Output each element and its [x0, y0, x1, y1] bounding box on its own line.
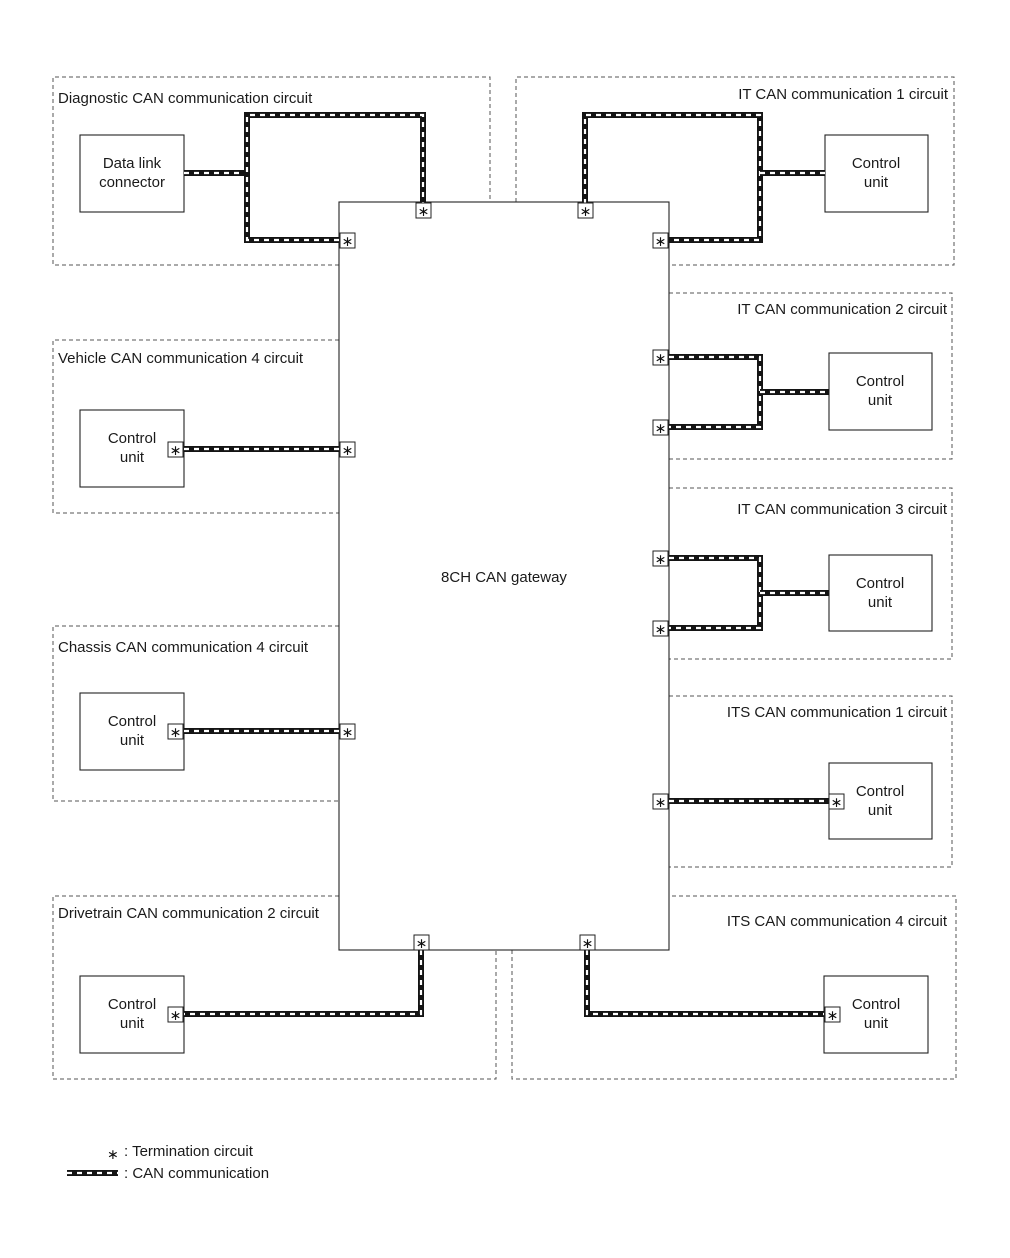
termination-circuits: ∗ ∗ ∗ ∗ ∗ ∗ ∗ ∗ ∗ ∗ ∗ ∗ ∗ ∗ ∗ ∗ ∗ ∗ [167, 202, 845, 1024]
control-unit-label-line1: Control [856, 575, 904, 592]
control-unit-it3 [828, 554, 933, 632]
can-line-it1-loop [582, 112, 763, 243]
termination-vehicle4-gw: ∗ [339, 441, 356, 459]
svg-text:∗: ∗ [170, 443, 182, 459]
legend-can-text: : CAN communication [124, 1165, 269, 1182]
zone-title-its4: ITS CAN communication 4 circuit [727, 913, 948, 930]
control-unit-label-line1: Control [856, 783, 904, 800]
control-unit-label-line2: unit [868, 802, 893, 819]
control-unit-chassis4 [79, 692, 185, 771]
zone-its1 [669, 695, 953, 868]
zone-title-it2: IT CAN communication 2 circuit [737, 301, 948, 318]
termination-it2-upper: ∗ [652, 349, 669, 367]
svg-text:∗: ∗ [582, 936, 594, 952]
termination-vehicle4-unit: ∗ [167, 441, 184, 459]
termination-its4-gw: ∗ [579, 934, 596, 952]
device-boxes: Data link connector Control unit Control… [79, 134, 933, 1054]
termination-it3-lower: ∗ [652, 620, 669, 638]
zone-drivetrain2 [52, 895, 497, 1080]
termination-it3-upper: ∗ [652, 550, 669, 568]
zone-title-chassis4: Chassis CAN communication 4 circuit [58, 639, 309, 656]
can-line-its4 [584, 950, 824, 1017]
can-line-drivetrain2 [184, 950, 424, 1017]
termination-drive2-gw: ∗ [413, 934, 430, 952]
control-unit-vehicle4 [79, 409, 185, 488]
termination-circuit-icon: ∗ [107, 1147, 119, 1163]
control-unit-label-line1: Control [856, 373, 904, 390]
control-unit-label-line2: unit [120, 449, 145, 466]
can-line-it3-loop [669, 555, 763, 631]
svg-text:∗: ∗ [655, 234, 667, 250]
zone-chassis4 [52, 625, 339, 802]
termination-it1-right: ∗ [652, 232, 669, 250]
control-unit-label-line2: unit [120, 732, 145, 749]
svg-text:∗: ∗ [170, 1008, 182, 1024]
svg-text:∗: ∗ [342, 234, 354, 250]
termination-it1-top: ∗ [577, 202, 594, 220]
control-unit-label-line1: Control [108, 713, 156, 730]
svg-text:∗: ∗ [342, 443, 354, 459]
zone-it2 [669, 292, 953, 460]
legend-termination-text: : Termination circuit [124, 1143, 254, 1160]
termination-chassis4-unit: ∗ [167, 723, 184, 741]
svg-text:∗: ∗ [655, 552, 667, 568]
zone-title-vehicle4: Vehicle CAN communication 4 circuit [58, 350, 304, 367]
termination-chassis4-gw: ∗ [339, 723, 356, 741]
gateway-label: 8CH CAN gateway [441, 569, 567, 586]
termination-its4-unit: ∗ [824, 1006, 841, 1024]
dlc-label-line1: Data link [103, 155, 162, 172]
termination-its1-gw: ∗ [652, 793, 669, 811]
termination-it2-lower: ∗ [652, 419, 669, 437]
control-unit-label-line2: unit [864, 174, 889, 191]
control-unit-label-line2: unit [868, 392, 893, 409]
termination-diag-top: ∗ [415, 202, 432, 220]
zone-title-its1: ITS CAN communication 1 circuit [727, 704, 948, 721]
zone-title-it3: IT CAN communication 3 circuit [737, 501, 948, 518]
zone-title-it1: IT CAN communication 1 circuit [738, 86, 949, 103]
zone-title-drivetrain2: Drivetrain CAN communication 2 circuit [58, 905, 320, 922]
can-line-it2-loop [669, 354, 763, 430]
svg-text:∗: ∗ [580, 204, 592, 220]
svg-text:∗: ∗ [655, 622, 667, 638]
control-unit-label-line1: Control [108, 430, 156, 447]
data-link-connector-box [79, 134, 185, 213]
zone-it1 [515, 76, 955, 266]
zone-diagnostic [52, 76, 491, 266]
svg-text:∗: ∗ [418, 204, 430, 220]
can-gateway-box [338, 201, 670, 951]
control-unit-label-line1: Control [108, 996, 156, 1013]
svg-text:∗: ∗ [655, 351, 667, 367]
zone-its4 [511, 895, 957, 1080]
can-line-diagnostic-loop [244, 112, 426, 243]
svg-text:∗: ∗ [827, 1008, 839, 1024]
can-bus-lines [184, 112, 829, 1017]
circuit-zones [52, 76, 957, 1080]
svg-text:∗: ∗ [416, 936, 428, 952]
control-unit-it2 [828, 352, 933, 431]
zone-vehicle4 [52, 339, 339, 514]
legend: ∗ : Termination circuit : CAN communicat… [67, 1143, 269, 1182]
termination-its1-unit: ∗ [828, 793, 845, 811]
termination-drive2-unit: ∗ [167, 1006, 184, 1024]
control-unit-label-line1: Control [852, 155, 900, 172]
svg-text:∗: ∗ [655, 421, 667, 437]
svg-text:∗: ∗ [170, 725, 182, 741]
dlc-label-line2: connector [99, 174, 165, 191]
svg-text:∗: ∗ [655, 795, 667, 811]
control-unit-label-line2: unit [120, 1015, 145, 1032]
control-unit-label-line1: Control [852, 996, 900, 1013]
zone-title-diagnostic: Diagnostic CAN communication circuit [58, 90, 313, 107]
svg-text:∗: ∗ [831, 795, 843, 811]
control-unit-label-line2: unit [868, 594, 893, 611]
control-unit-its4 [823, 975, 929, 1054]
zone-it3 [669, 487, 953, 660]
termination-diag-left: ∗ [339, 232, 356, 250]
control-unit-label-line2: unit [864, 1015, 889, 1032]
svg-text:∗: ∗ [342, 725, 354, 741]
